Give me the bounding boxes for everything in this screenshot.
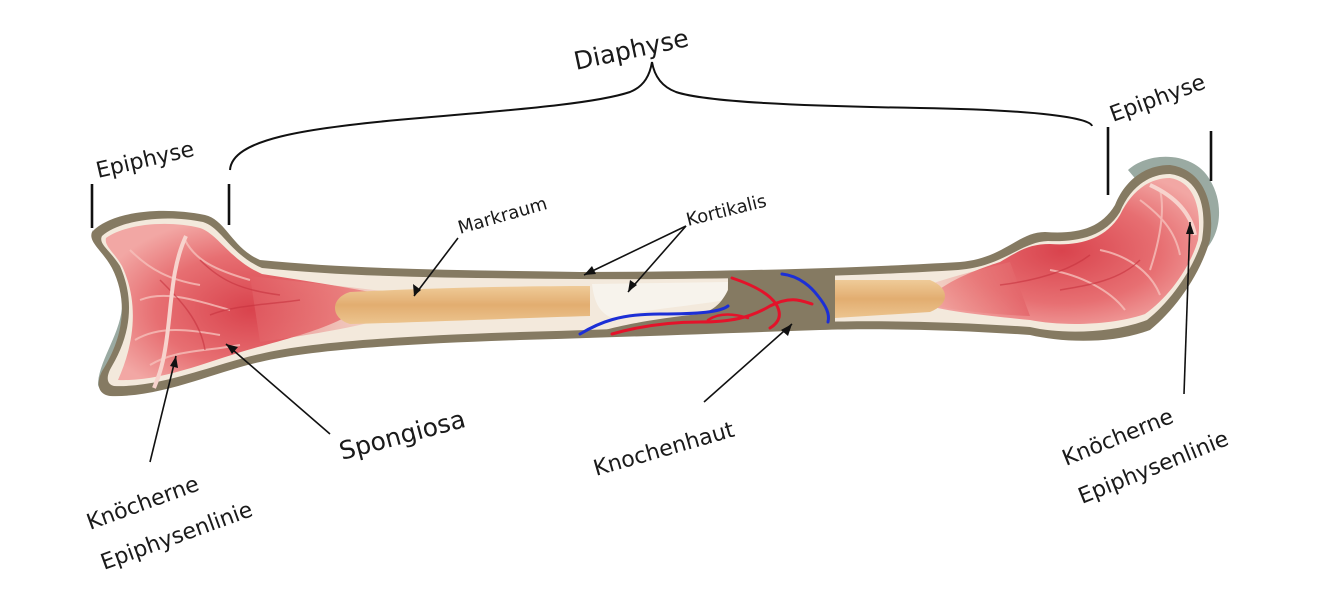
trabecular-texture-left	[129, 239, 251, 366]
epiphyseal-line-left	[152, 235, 188, 389]
diaphyse-brace	[229, 61, 1093, 171]
cortex-cutaway	[592, 282, 728, 318]
label-diaphyse: Diaphyse	[571, 23, 691, 76]
trabecular-texture-left-dark	[159, 259, 301, 351]
label-epiphyse-left: Epiphyse	[94, 137, 197, 184]
leader-lines	[149, 221, 1194, 463]
artery-3	[706, 313, 750, 322]
vein-2	[780, 272, 830, 324]
medullary-cavity-right	[835, 280, 945, 318]
blood-vessels	[578, 272, 830, 336]
artery-2	[730, 276, 781, 330]
medullary-cavity-left	[335, 286, 590, 324]
epiphyseal-line-right	[1149, 183, 1197, 236]
label-markraum: Markraum	[456, 193, 550, 238]
artery	[610, 298, 814, 336]
vein	[578, 304, 730, 336]
label-kortikalis: Kortikalis	[684, 191, 769, 231]
label-spongiosa: Spongiosa	[336, 404, 468, 465]
spongy-bone-left	[105, 223, 370, 381]
cortex	[101, 174, 1204, 387]
label-epiphyse-right: Epiphyse	[1107, 70, 1209, 128]
trabecular-texture-right-dark	[999, 254, 1141, 291]
label-knochenhaut: Knochenhaut	[591, 418, 738, 482]
periosteum-exposed	[580, 270, 835, 338]
